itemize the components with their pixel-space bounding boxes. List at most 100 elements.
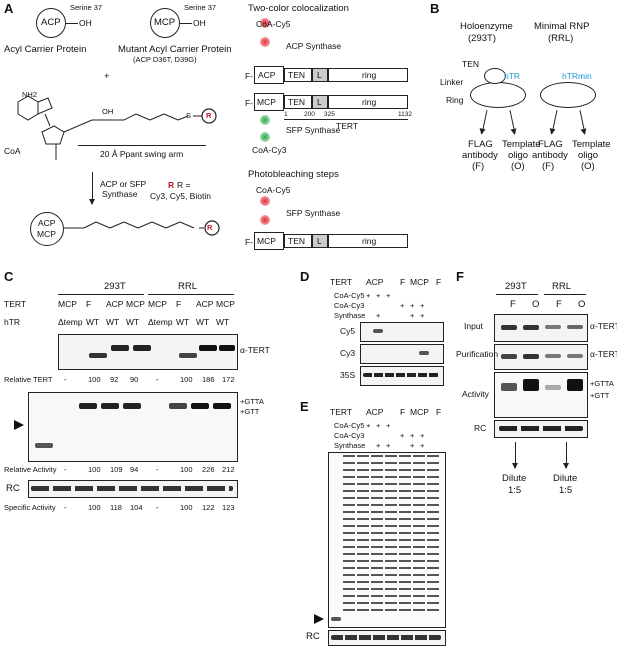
f-ratio-2: 1:5 xyxy=(559,485,573,496)
c-spec-val: - xyxy=(64,503,67,512)
synth-label: ACP or SFP xyxy=(100,179,147,189)
cy5-dot-2 xyxy=(260,37,270,47)
f-tag-2: F- xyxy=(245,98,254,108)
c-rel-tert-val: - xyxy=(64,375,67,384)
htr-label: hTR xyxy=(504,71,521,81)
c-htr-lane: WT xyxy=(126,317,140,327)
holo-title: Holoenzyme xyxy=(460,21,513,32)
c-tert-lane: MCP xyxy=(216,299,235,309)
c-rel-act-val: 94 xyxy=(130,465,139,474)
oligo-1: oligo xyxy=(508,150,529,161)
f-input-gel xyxy=(494,314,588,342)
c-rrl: RRL xyxy=(178,281,198,292)
c-gtta: +GTTA xyxy=(240,397,264,406)
template-2: Template xyxy=(572,139,611,150)
c-rel-act-val: 100 xyxy=(180,465,193,474)
c-rel-act-val: 212 xyxy=(222,465,235,474)
cy3-dot xyxy=(260,115,270,125)
c-tert-lane: MCP xyxy=(148,299,167,309)
d-col: ACP xyxy=(366,277,384,287)
oh-label: OH xyxy=(79,18,92,28)
f-293t-line xyxy=(496,294,538,295)
f-lane: F xyxy=(510,299,516,310)
swing-arm-label: 20 Å Ppant swing arm xyxy=(100,149,184,159)
c-spec-val: 104 xyxy=(130,503,143,512)
cy5-dot xyxy=(260,18,270,28)
e-cy3-mark: + xyxy=(400,431,405,440)
coacy5-label-2: CoA-Cy5 xyxy=(256,185,291,195)
serine-label: Serine 37 xyxy=(70,3,103,12)
d-syn-mark: + xyxy=(376,311,381,320)
e-syn-mark: + xyxy=(386,441,391,450)
d-col: F xyxy=(400,277,406,287)
c-tert-lane: ACP xyxy=(196,299,214,309)
c-tert-lane: MCP xyxy=(58,299,77,309)
oh-label-2: OH xyxy=(193,18,206,28)
two-color-title: Two-color colocalization xyxy=(248,3,349,14)
ten-b: TEN xyxy=(462,59,479,69)
d-cy3-label: CoA-Cy3 xyxy=(334,301,365,310)
c-htr-lane: WT xyxy=(86,317,100,327)
cy3-dot-2 xyxy=(260,132,270,142)
c-rel-tert-val: 90 xyxy=(130,375,139,384)
product-chain-icon xyxy=(64,220,220,236)
c-rel-act-val: 100 xyxy=(88,465,101,474)
c-activity-gel xyxy=(28,392,238,462)
d-cy3-gel xyxy=(360,344,444,364)
f-activity-gel xyxy=(494,372,588,418)
c-rc-gel xyxy=(28,480,238,498)
e-tert: TERT xyxy=(330,407,353,417)
tert-label: TERT xyxy=(336,121,359,131)
e-col: MCP xyxy=(410,407,429,417)
synth-label-2: Synthase xyxy=(102,189,138,199)
c-htr-lane: Δtemp xyxy=(148,317,173,327)
r-list: Cy3, Cy5, Biotin xyxy=(150,191,211,201)
c-tert-label: TERT xyxy=(4,299,27,309)
mcp-domain-3 xyxy=(254,232,284,250)
photob-title: Photobleaching steps xyxy=(248,169,339,180)
acp-mcp-circle xyxy=(30,212,64,246)
e-col: ACP xyxy=(366,407,384,417)
linker-domain xyxy=(312,68,328,82)
ring-label: ring xyxy=(362,70,377,80)
c-primer-arrow-icon xyxy=(14,420,24,430)
r-eq: R = xyxy=(177,180,191,190)
flag-2: FLAG xyxy=(538,139,563,150)
bond xyxy=(180,23,192,24)
sfp-synthase-label: SFP Synthase xyxy=(286,125,341,135)
panel-label-c: C xyxy=(4,269,14,284)
f-rrl: RRL xyxy=(552,281,572,292)
linker-domain-2 xyxy=(312,95,328,109)
f-1: (F) xyxy=(472,161,485,172)
d-35s-gel xyxy=(360,366,444,386)
c-rel-act-val: 226 xyxy=(202,465,215,474)
c-htr-lane: WT xyxy=(176,317,190,327)
c-spec-val: 122 xyxy=(202,503,215,512)
cy5-dot-3 xyxy=(260,196,270,206)
holo-ring xyxy=(470,82,526,108)
linker-b: Linker xyxy=(440,77,464,87)
f-293t: 293T xyxy=(505,281,527,292)
bond xyxy=(66,23,78,24)
acp-synthase-label: ACP Synthase xyxy=(286,41,342,51)
htrmin-label: hTRmin xyxy=(562,71,592,81)
mcp-mutation: (ACP D36T, D39G) xyxy=(133,55,197,64)
f-2: (F) xyxy=(542,161,555,172)
linker-domain-3 xyxy=(312,234,328,248)
c-rel-act-label: Relative Activity xyxy=(4,465,57,474)
d-cy3-mark: + xyxy=(420,301,425,310)
c-atert: α-TERT xyxy=(240,345,270,355)
serine-label-2: Serine 37 xyxy=(184,3,217,12)
f-dilute-arrow-1 xyxy=(512,442,518,469)
mcp-domain-label: MCP xyxy=(257,97,276,107)
e-cy5-mark: + xyxy=(386,421,391,430)
f-gtta: +GTTA xyxy=(590,379,614,388)
c-rel-act-val: 109 xyxy=(110,465,123,474)
c-htr-lane: WT xyxy=(196,317,210,327)
f-tag-3: F- xyxy=(245,237,254,247)
c-293t: 293T xyxy=(104,281,126,292)
c-rel-act-val: - xyxy=(64,465,67,474)
ten-label-2: TEN xyxy=(288,97,305,107)
d-cy3-mark: + xyxy=(410,301,415,310)
